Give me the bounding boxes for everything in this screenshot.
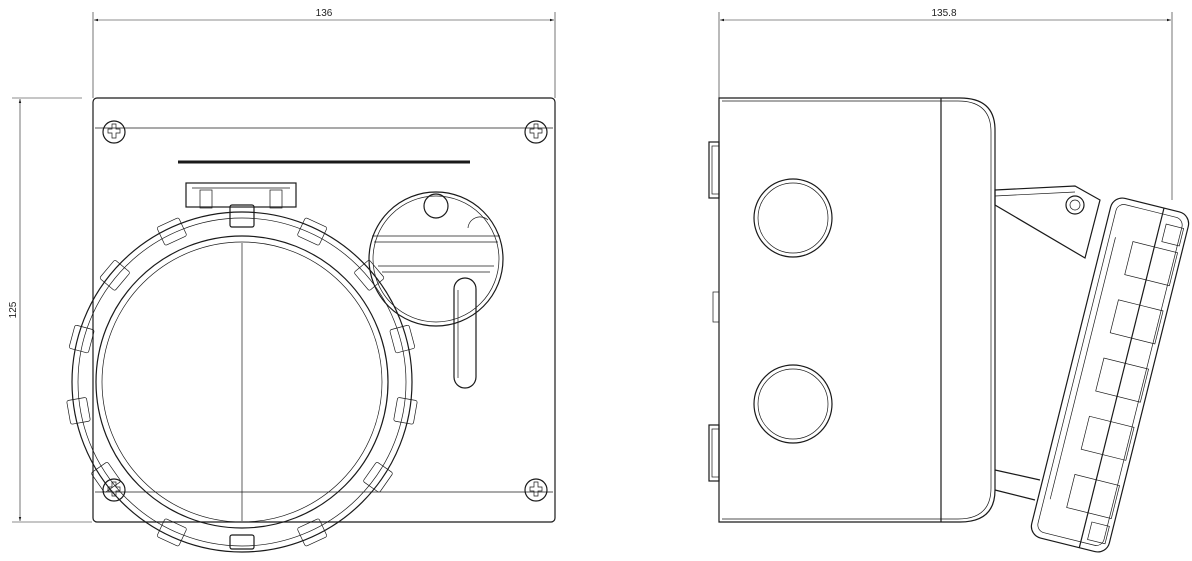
dimension-front-height-label: 125 (8, 301, 19, 318)
socket-bracket (994, 185, 1101, 501)
socket-lid (66, 204, 418, 553)
mounting-plate (92, 97, 556, 523)
front-view: 136 125 (8, 8, 556, 553)
cable-entry-bottom (753, 364, 833, 444)
dimension-front-width-label: 136 (316, 8, 333, 19)
side-view: 135.8 (708, 8, 1190, 553)
rotary-switch (368, 191, 504, 389)
dimension-side-width-label: 135.8 (931, 8, 956, 19)
cable-entry-top (753, 178, 833, 258)
angled-socket-housing (1030, 197, 1190, 553)
enclosure-side-tabs (708, 141, 720, 482)
dimension-side-width: 135.8 (718, 8, 1173, 200)
screw-bottom-left (102, 478, 126, 502)
switch-handle (453, 277, 477, 389)
screw-top-left (102, 120, 126, 144)
screw-top-right (524, 120, 548, 144)
dimension-front-width: 136 (92, 8, 556, 98)
screw-bottom-right (524, 478, 548, 502)
enclosure-body (718, 97, 996, 523)
lid-hinge (185, 182, 297, 209)
dimension-front-height: 125 (8, 97, 92, 523)
